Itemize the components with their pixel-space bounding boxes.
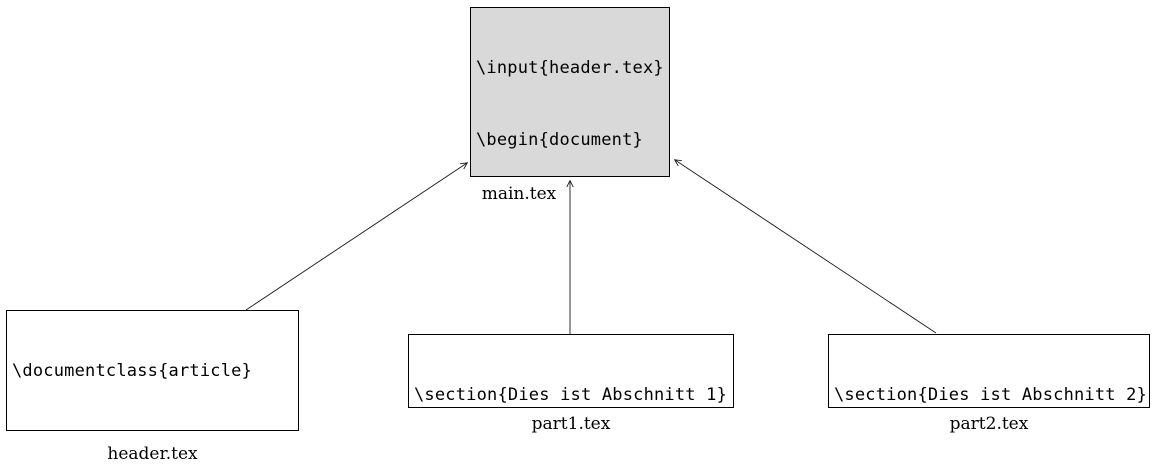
edge-part2-to-main — [675, 160, 937, 334]
code-line: \section{Dies ist Abschnitt 1} — [414, 385, 728, 405]
file-label-main-tex: main.tex — [481, 184, 557, 204]
edge-header-to-main — [245, 163, 467, 311]
code-line: \documentclass{article} — [12, 361, 253, 381]
file-label-header-tex: header.tex — [107, 444, 198, 464]
code-line: \input{header.tex} — [476, 58, 664, 78]
file-box-part1-tex: \section{Dies ist Abschnitt 1} Hier ein … — [408, 334, 734, 408]
file-box-main-tex: \input{header.tex} \begin{document} \mak… — [470, 7, 670, 177]
file-label-part2-tex: part2.tex — [949, 414, 1029, 434]
code-line: \begin{document} — [476, 130, 643, 150]
file-box-part2-tex: \section{Dies ist Abschnitt 2} Hier ein … — [828, 334, 1150, 408]
file-label-part1-tex: part1.tex — [531, 414, 611, 434]
file-box-header-tex: \documentclass{article} \usepackage[nger… — [6, 310, 299, 431]
code-line: \section{Dies ist Abschnitt 2} — [834, 385, 1148, 405]
